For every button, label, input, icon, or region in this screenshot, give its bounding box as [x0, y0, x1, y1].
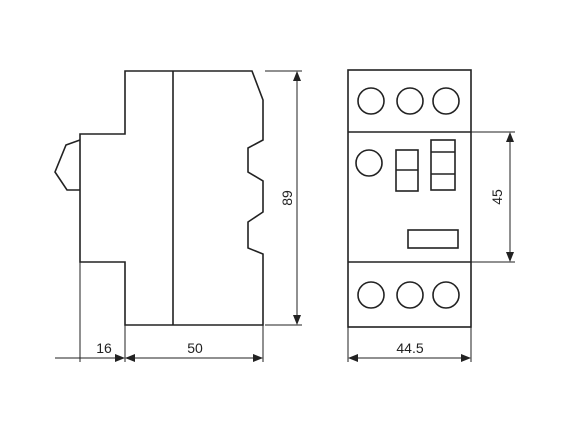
- dimension-height: 89: [265, 70, 302, 326]
- side-view: [54, 70, 264, 326]
- terminal-block-dimension-label: 45: [489, 189, 505, 205]
- reset-button-icon: [355, 149, 383, 177]
- side-view-outline: [79, 70, 264, 326]
- dimension-width: 44.5: [347, 327, 472, 362]
- bottom-terminal-row: [357, 281, 460, 309]
- terminal-screw: [357, 281, 385, 309]
- terminal-screw: [432, 87, 460, 115]
- dimension-depth: 16 50: [55, 262, 264, 362]
- top-terminal-row: [357, 87, 460, 115]
- terminal-screw: [357, 87, 385, 115]
- front-view-outline: [347, 69, 472, 328]
- terminal-screw: [432, 281, 460, 309]
- front-depth-dimension-label: 16: [96, 340, 112, 356]
- label-window: [407, 229, 459, 249]
- height-dimension-label: 89: [279, 190, 295, 206]
- side-view-lever: [54, 139, 81, 191]
- body-depth-dimension-label: 50: [187, 340, 203, 356]
- terminal-screw: [396, 281, 424, 309]
- terminal-screw: [396, 87, 424, 115]
- width-dimension-label: 44.5: [396, 340, 423, 356]
- switch-right: [430, 139, 456, 191]
- control-panel: [355, 139, 459, 249]
- front-view: [347, 69, 472, 328]
- dimension-terminal-block: 45: [471, 131, 515, 263]
